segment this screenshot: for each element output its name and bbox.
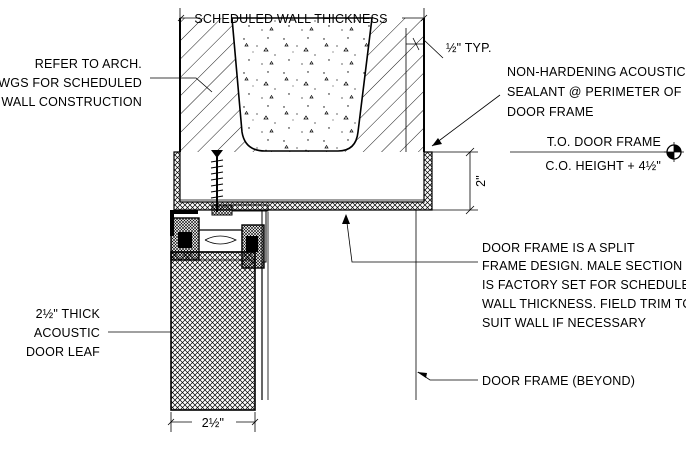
svg-text:NON-HARDENING ACOUSTIC: NON-HARDENING ACOUSTIC	[507, 65, 686, 79]
svg-text:DOOR FRAME: DOOR FRAME	[507, 105, 594, 119]
svg-text:SEALANT @ PERIMETER OF: SEALANT @ PERIMETER OF	[507, 85, 682, 99]
typ-dim-label: ½" TYP.	[446, 41, 492, 55]
svg-text:SUIT WALL IF NECESSARY: SUIT WALL IF NECESSARY	[482, 316, 647, 330]
note-door-leaf: 2½" THICK ACOUSTIC DOOR LEAF	[26, 307, 100, 359]
two-inch-label: 2"	[474, 175, 488, 187]
door-frame-beyond-label: DOOR FRAME (BEYOND)	[482, 374, 635, 388]
anchor-screw	[210, 150, 224, 212]
svg-text:DOOR FRAME IS A SPLIT: DOOR FRAME IS A SPLIT	[482, 241, 635, 255]
svg-text:FRAME DESIGN. MALE SECTION: FRAME DESIGN. MALE SECTION	[482, 259, 682, 273]
svg-text:IS FACTORY SET FOR SCHEDULED: IS FACTORY SET FOR SCHEDULED	[482, 278, 686, 292]
wall-thickness-dimension: SCHEDULED WALL THICKNESS	[177, 8, 428, 26]
svg-text:ACOUSTIC: ACOUSTIC	[34, 326, 100, 340]
door-leaf	[170, 212, 269, 411]
door-frame-section	[170, 151, 433, 263]
leaders	[108, 77, 501, 381]
bottom-dim-label: 2½"	[202, 416, 224, 430]
wall-section	[179, 17, 425, 152]
svg-text:WALL CONSTRUCTION: WALL CONSTRUCTION	[1, 95, 142, 109]
bottom-dimension: 2½"	[167, 412, 259, 432]
svg-text:REFER TO ARCH.: REFER TO ARCH.	[35, 57, 142, 71]
elevation-marker: T.O. DOOR FRAME C.O. HEIGHT + 4½"	[510, 135, 684, 173]
svg-text:DOOR LEAF: DOOR LEAF	[26, 345, 100, 359]
svg-text:2½" THICK: 2½" THICK	[36, 307, 101, 321]
note-split-frame: DOOR FRAME IS A SPLIT FRAME DESIGN. MALE…	[482, 241, 686, 330]
svg-text:WALL THICKNESS. FIELD TRIM TO: WALL THICKNESS. FIELD TRIM TO	[482, 297, 686, 311]
typ-dimension: ½" TYP.	[406, 37, 492, 59]
wall-thickness-label: SCHEDULED WALL THICKNESS	[194, 12, 387, 26]
to-door-frame-label: T.O. DOOR FRAME	[547, 135, 661, 149]
note-refer-arch: REFER TO ARCH. DWGS FOR SCHEDULED WALL C…	[0, 57, 142, 109]
note-sealant: NON-HARDENING ACOUSTIC SEALANT @ PERIMET…	[507, 65, 686, 119]
co-height-label: C.O. HEIGHT + 4½"	[545, 159, 661, 173]
two-inch-dimension: 2"	[432, 147, 488, 215]
svg-text:DWGS FOR SCHEDULED: DWGS FOR SCHEDULED	[0, 76, 142, 90]
